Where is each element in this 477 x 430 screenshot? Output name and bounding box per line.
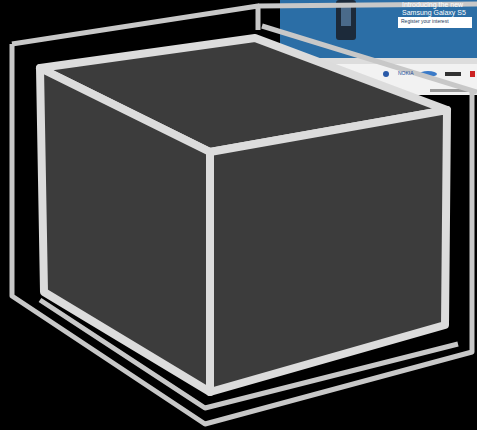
register-button [398, 17, 472, 28]
button-text: Register your interest [401, 19, 449, 24]
outer-edge [12, 6, 258, 44]
logo-mark [470, 71, 475, 77]
logo-dot [383, 71, 389, 77]
screenshot-banner [280, 0, 477, 58]
cube-right-face [210, 110, 447, 392]
logo-bar [445, 72, 461, 76]
brand-logo: NOKIA [398, 71, 414, 76]
banner-heading: Introducing the new [402, 1, 463, 8]
inner-cube [40, 38, 447, 392]
outer-cube [12, 4, 477, 424]
banner-heading: Samsung Galaxy S5 [402, 9, 466, 16]
cube-left-face [40, 68, 210, 392]
